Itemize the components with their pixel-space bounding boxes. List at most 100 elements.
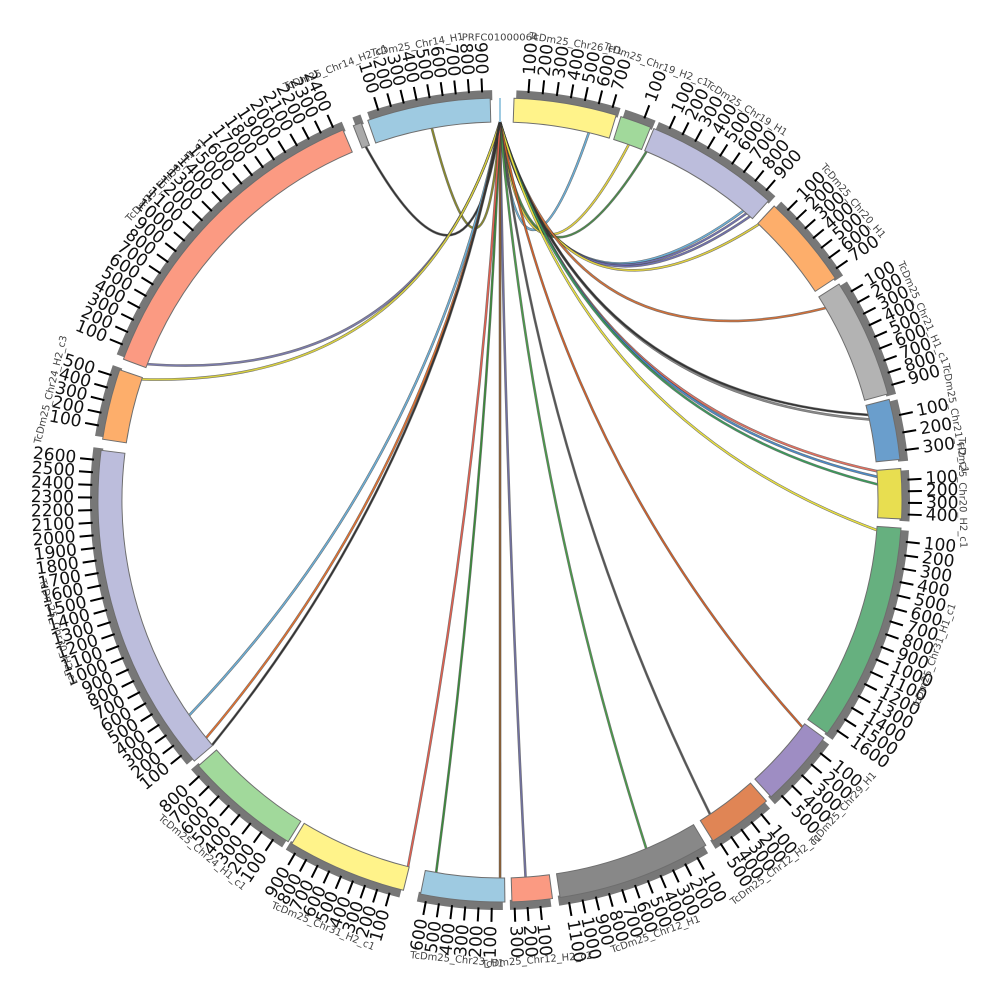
tick-mark: [868, 318, 882, 327]
tick-mark: [87, 408, 102, 414]
tick-mark: [121, 679, 135, 688]
tick-label: 100: [923, 534, 957, 557]
tick-mark: [800, 774, 813, 786]
segment-band: [754, 723, 825, 798]
segment-band: [510, 874, 554, 903]
tick-mark: [904, 554, 919, 559]
tick-label: 500: [421, 920, 446, 955]
tick-mark: [819, 752, 832, 763]
link-20: [499, 121, 647, 849]
tick-mark: [856, 295, 870, 304]
tick-mark: [760, 813, 771, 826]
tick-mark: [322, 870, 331, 884]
tick-mark: [857, 694, 871, 704]
tick-mark: [232, 172, 243, 185]
tick-mark: [850, 283, 864, 293]
segment-label: TcDm25_Chr20_H2_c1: [956, 436, 969, 548]
segment-band: [555, 824, 707, 899]
tick-label: 600: [426, 45, 450, 80]
tick-mark: [298, 858, 308, 872]
tick-label: 800: [455, 42, 477, 76]
tick-mark: [449, 905, 454, 920]
tick-mark: [905, 540, 920, 545]
link-21: [499, 121, 527, 878]
tick-mark: [904, 447, 919, 451]
tick-mark: [326, 114, 335, 129]
segment-band: [818, 283, 889, 401]
tick-mark: [347, 880, 354, 895]
tick-mark: [480, 78, 484, 93]
tick-mark: [513, 907, 517, 922]
tick-mark: [156, 253, 169, 264]
tick-mark: [201, 200, 213, 212]
tick-mark: [334, 875, 343, 890]
tick-mark: [435, 903, 440, 918]
tick-mark: [80, 546, 95, 551]
tick-mark: [127, 691, 141, 700]
tick-mark: [453, 80, 457, 95]
tick-mark: [810, 763, 823, 774]
tick-mark: [597, 90, 604, 105]
tick-mark: [140, 713, 154, 723]
tick-label: 2100: [31, 514, 75, 536]
segment-band: [367, 97, 492, 144]
segment-band: [807, 525, 902, 735]
link-17: [499, 121, 878, 531]
tick-mark: [780, 794, 792, 807]
tick-mark: [90, 395, 105, 402]
tick-mark: [668, 115, 677, 130]
link-outline: [211, 121, 502, 746]
tick-mark: [359, 884, 367, 899]
tick-mark: [611, 94, 618, 109]
tick-mark: [873, 330, 888, 338]
segment-band: [419, 869, 506, 903]
tick-label: 700: [440, 43, 463, 77]
tick-mark: [313, 120, 322, 134]
tick-mark: [568, 901, 573, 917]
tick-mark: [694, 128, 703, 143]
tick-mark: [569, 84, 575, 99]
tick-mark: [78, 470, 94, 474]
tick-mark: [850, 706, 864, 716]
segment-band: [613, 115, 652, 151]
tick-mark: [828, 249, 841, 260]
segment-band: [197, 749, 302, 843]
tick-mark: [541, 80, 546, 95]
tick-label: 200: [926, 480, 959, 501]
link-19: [499, 121, 711, 815]
tick-mark: [386, 93, 392, 108]
tick-label: 100: [481, 926, 502, 959]
tick-mark: [594, 896, 601, 911]
tick-mark: [730, 835, 740, 849]
tick-label: 300: [926, 493, 959, 513]
segment-band: [876, 467, 903, 520]
segment-band: [102, 369, 144, 444]
segment-band: [122, 129, 353, 369]
tick-mark: [252, 830, 263, 844]
tick-mark: [109, 338, 124, 346]
tick-label: 200: [466, 925, 488, 958]
tick-mark: [786, 199, 798, 212]
tick-mark: [869, 670, 884, 679]
segment-band: [757, 205, 836, 293]
tick-label: 400: [925, 505, 958, 526]
tick-mark: [211, 190, 223, 203]
tick-mark: [681, 122, 690, 136]
tick-mark: [719, 143, 729, 157]
tick-mark: [93, 608, 108, 615]
link-3: [141, 121, 501, 381]
segment-axis-strip: [824, 529, 909, 740]
segment-axis-strip: [768, 738, 830, 805]
tick-mark: [78, 521, 93, 525]
tick-mark: [898, 411, 913, 417]
tick-mark: [114, 325, 129, 334]
segment-band: [644, 127, 770, 220]
segment-band: [512, 97, 617, 139]
tick-mark: [90, 596, 105, 603]
segment-tcdm25-chr31-h1-c1: 1002003004005006007008009001000110012001…: [807, 525, 957, 773]
tick-mark: [372, 888, 379, 903]
